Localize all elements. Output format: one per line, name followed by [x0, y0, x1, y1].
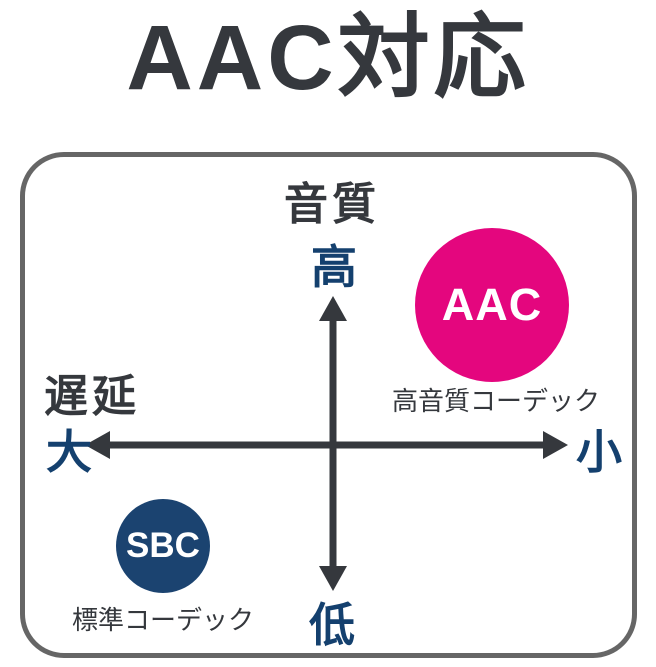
page-title: AAC対応 [126, 7, 530, 109]
axis-direction-small: 小 [576, 426, 622, 478]
codec-bubble-sbc-label: SBC [126, 526, 200, 565]
codec-bubble-sbc: SBC [116, 499, 210, 593]
codec-bubble-aac: AAC [415, 228, 569, 382]
codec-bubble-aac-label: AAC [441, 279, 543, 330]
codec-caption-aac: 高音質コーデック [392, 386, 601, 416]
axis-direction-low: 低 [309, 599, 355, 651]
codec-caption-sbc: 標準コーデック [71, 605, 254, 635]
axis-direction-high: 高 [311, 241, 357, 293]
axis-label-latency: 遅延 [44, 372, 140, 421]
axis-direction-large: 大 [46, 426, 92, 478]
axis-label-sound-quality: 音質 [284, 180, 380, 229]
